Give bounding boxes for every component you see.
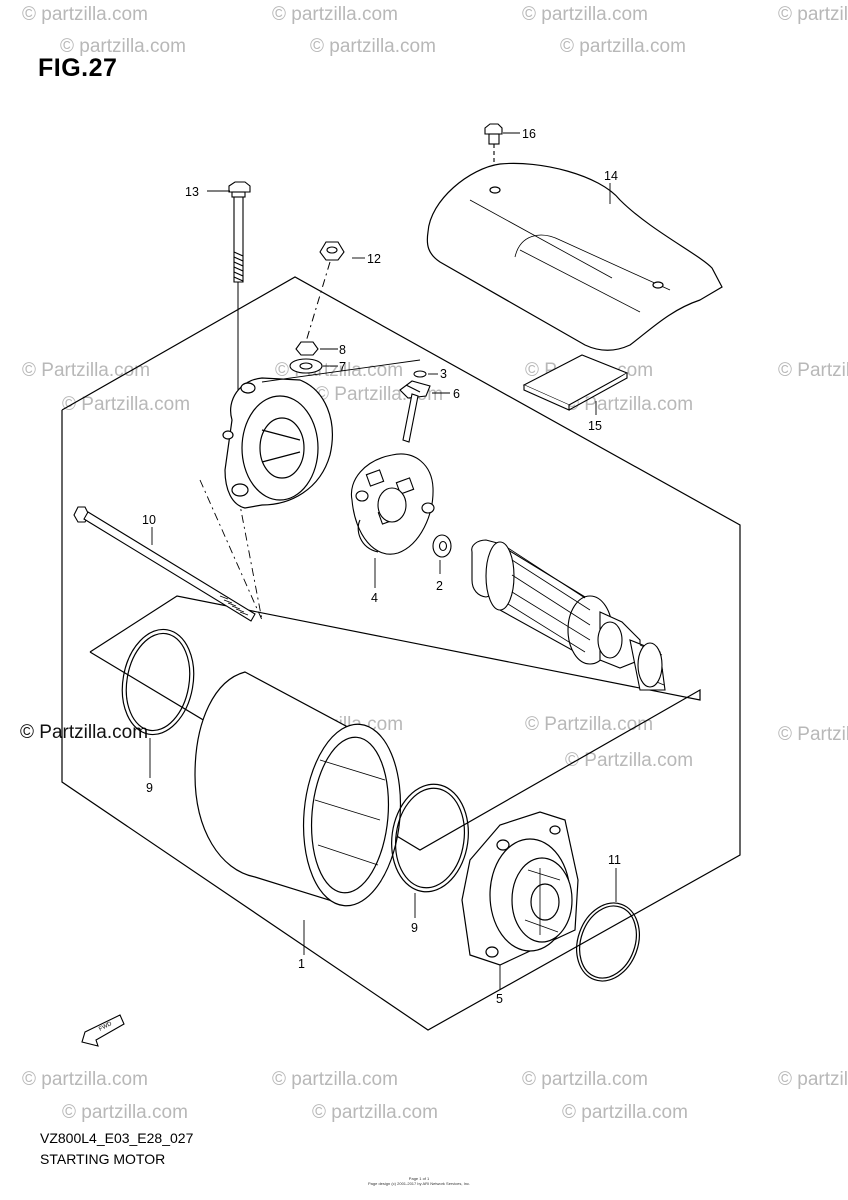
callouts: 13 12 8 7 3 6 16 14 15 2 4 10 9 9 1 5 11 [142, 127, 621, 1006]
part-3-clip [413, 370, 427, 378]
motor-yoke [194, 671, 402, 907]
figure-title: FIG.27 [38, 54, 118, 82]
callout-1: 1 [298, 957, 305, 971]
footer-line-2: Page design (c) 2001-2017 by ARI Network… [368, 1181, 471, 1186]
part-5-front-housing [461, 811, 579, 966]
watermark-text: © partzilla.com [560, 36, 686, 57]
watermark-text: © partzilla.com [22, 1069, 148, 1090]
leader-lines [149, 132, 617, 990]
watermark-layer: © partzilla.com © partzilla.com © partzi… [20, 4, 848, 1123]
callout-10: 10 [142, 513, 156, 527]
watermark-text: © partzilla.com [522, 4, 648, 25]
part-7-washer [289, 358, 323, 374]
diagram-caption: STARTING MOTOR [40, 1151, 166, 1167]
part-10-through-bolt [73, 506, 256, 622]
watermark-text: © Partzilla.com [778, 724, 848, 745]
callout-7: 7 [339, 360, 346, 374]
footer-line-1: Page 1 of 1 [408, 1176, 430, 1181]
part-8-nut [295, 341, 319, 356]
callout-3: 3 [440, 367, 447, 381]
part-9-oring-right [391, 783, 469, 893]
callout-13: 13 [185, 185, 199, 199]
watermark-text: © Partzilla.com [778, 360, 848, 381]
watermark-text: © Partzilla.com [565, 750, 693, 771]
watermark-text: © Partzilla.com [20, 722, 148, 743]
callout-11: 11 [608, 853, 621, 867]
watermark-text: © partzilla.com [22, 4, 148, 25]
callout-2: 2 [436, 579, 443, 593]
callout-16: 16 [522, 127, 536, 141]
part-15-pad [522, 354, 629, 411]
watermark-text: © partzilla.com [60, 36, 186, 57]
end-cover-housing [222, 377, 333, 509]
watermark-text: © partzilla.com [312, 1102, 438, 1123]
watermark-text: © partzilla.com [778, 4, 848, 25]
watermark-text: © partzilla.com [522, 1069, 648, 1090]
part-2-washer [432, 534, 452, 558]
callout-15: 15 [588, 419, 602, 433]
guide-line-housing [261, 359, 421, 383]
watermark-text: © partzilla.com [62, 1102, 188, 1123]
watermark-text: © Partzilla.com [565, 394, 693, 415]
callout-8: 8 [339, 343, 346, 357]
diagram-code: VZ800L4_E03_E28_027 [40, 1130, 194, 1146]
part-9-oring-left [121, 628, 195, 736]
footer-note: Page 1 of 1 Page design (c) 2001-2017 by… [368, 1176, 470, 1186]
armature [471, 539, 666, 691]
watermark-text: © partzilla.com [310, 36, 436, 57]
watermark-text: © Partzilla.com [62, 394, 190, 415]
callout-4: 4 [371, 591, 378, 605]
watermark-text: © partzilla.com [272, 1069, 398, 1090]
callout-9-right: 9 [411, 921, 418, 935]
callout-9-left: 9 [146, 781, 153, 795]
part-12-nut [319, 241, 345, 261]
callout-12: 12 [367, 252, 381, 266]
part-6-insulator [399, 380, 431, 399]
part-11-oring [576, 902, 640, 982]
fwd-arrow-icon: FWD [81, 1014, 125, 1047]
watermark-text: © Partzilla.com [525, 714, 653, 735]
watermark-text: © Partzilla.com [22, 360, 150, 381]
callout-5: 5 [496, 992, 503, 1006]
callout-14: 14 [604, 169, 618, 183]
watermark-text: © partzilla.com [778, 1069, 848, 1090]
guide-line-12-8 [304, 261, 331, 346]
watermark-text: © partzilla.com [272, 4, 398, 25]
part-14-cover [426, 162, 723, 351]
part-4-brush-plate [350, 393, 435, 555]
watermark-text: © partzilla.com [562, 1102, 688, 1123]
callout-6: 6 [453, 387, 460, 401]
